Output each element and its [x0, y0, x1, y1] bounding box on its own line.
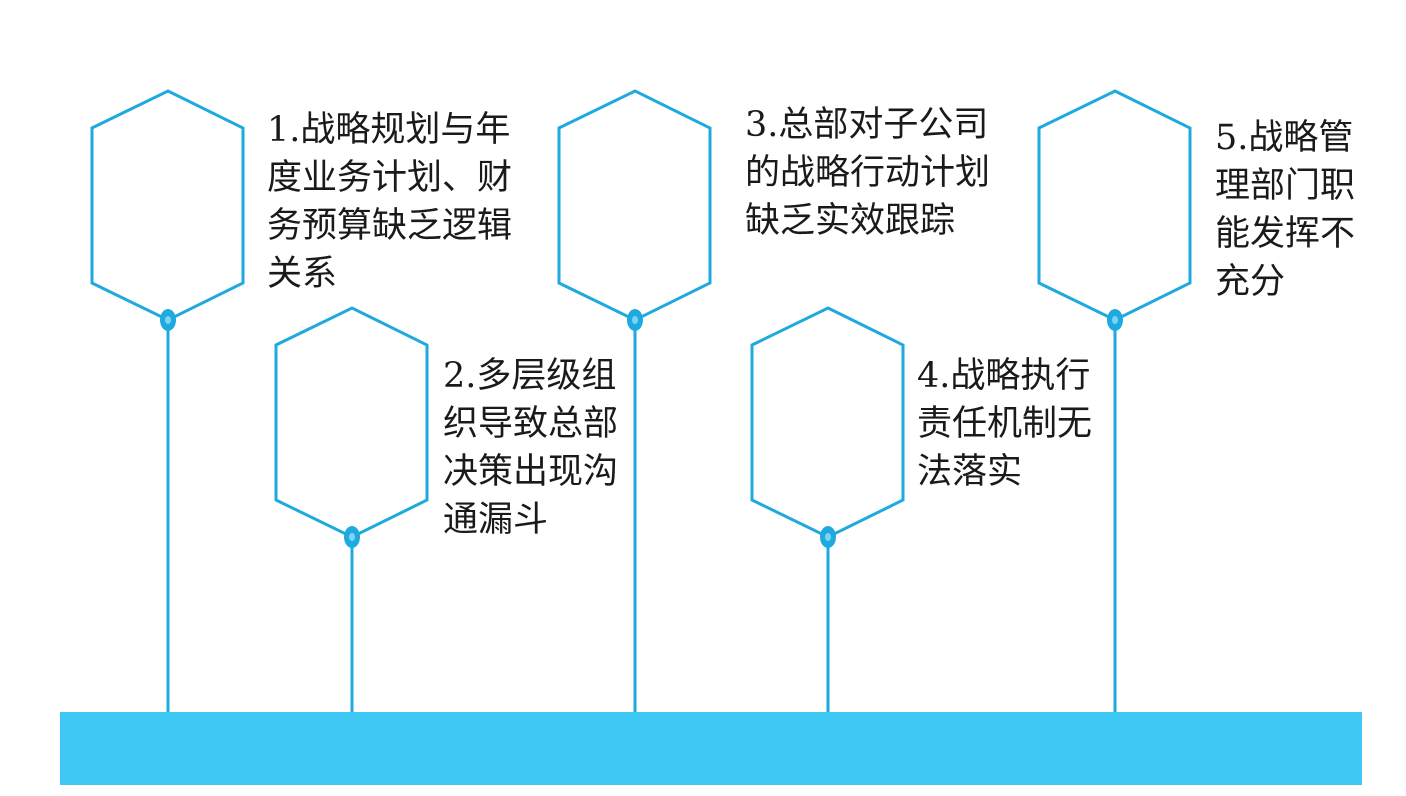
item-5-hexagon: [1037, 89, 1192, 322]
item-5-marker: [1037, 89, 1192, 712]
item-2-line-1: 2.多层级组: [443, 356, 617, 396]
item-4-node-core: [825, 533, 831, 541]
base-bar: [60, 712, 1362, 785]
item-5-line-3: 能发挥不: [1215, 214, 1356, 254]
item-3-line-2: 的战略行动计划: [745, 153, 991, 193]
item-2-hexagon: [274, 306, 429, 539]
item-1-node-core: [165, 316, 171, 324]
item-3-line-1: 3.总部对子公司: [745, 105, 989, 145]
item-4-label: 4.战略执行 责任机制无 法落实: [917, 352, 1092, 496]
item-1-hexagon: [90, 89, 245, 322]
item-1-line-1: 1.战略规划与年: [267, 110, 511, 150]
item-3-node-core: [632, 316, 638, 324]
item-4-line-3: 法落实: [917, 452, 1023, 492]
item-2-line-2: 织导致总部: [443, 404, 619, 444]
item-1-label: 1.战略规划与年 度业务计划、财 务预算缺乏逻辑 关系: [267, 106, 512, 298]
item-1-line-3: 务预算缺乏逻辑: [267, 206, 513, 246]
item-3-marker: [557, 89, 712, 712]
item-5-node-core: [1112, 316, 1118, 324]
item-1-marker: [90, 89, 245, 712]
item-5-label: 5.战略管 理部门职 能发挥不 充分: [1215, 114, 1355, 306]
item-4-line-1: 4.战略执行: [917, 356, 1091, 396]
item-2-node-core: [349, 533, 355, 541]
item-2-label: 2.多层级组 织导致总部 决策出现沟 通漏斗: [443, 352, 618, 544]
item-4-line-2: 责任机制无: [917, 404, 1093, 444]
item-5-line-4: 充分: [1215, 262, 1286, 302]
item-4-hexagon: [750, 306, 905, 539]
item-3-hexagon: [557, 89, 712, 322]
item-5-line-1: 5.战略管: [1215, 118, 1354, 158]
item-2-line-4: 通漏斗: [443, 500, 549, 540]
item-1-line-4: 关系: [267, 254, 338, 294]
item-3-line-3: 缺乏实效跟踪: [745, 201, 956, 241]
item-5-line-2: 理部门职: [1215, 166, 1356, 206]
item-2-line-3: 决策出现沟: [443, 452, 619, 492]
item-1-line-2: 度业务计划、财: [267, 158, 513, 198]
item-4-marker: [750, 306, 905, 712]
item-3-label: 3.总部对子公司 的战略行动计划 缺乏实效跟踪: [745, 101, 990, 245]
item-2-marker: [274, 306, 429, 712]
